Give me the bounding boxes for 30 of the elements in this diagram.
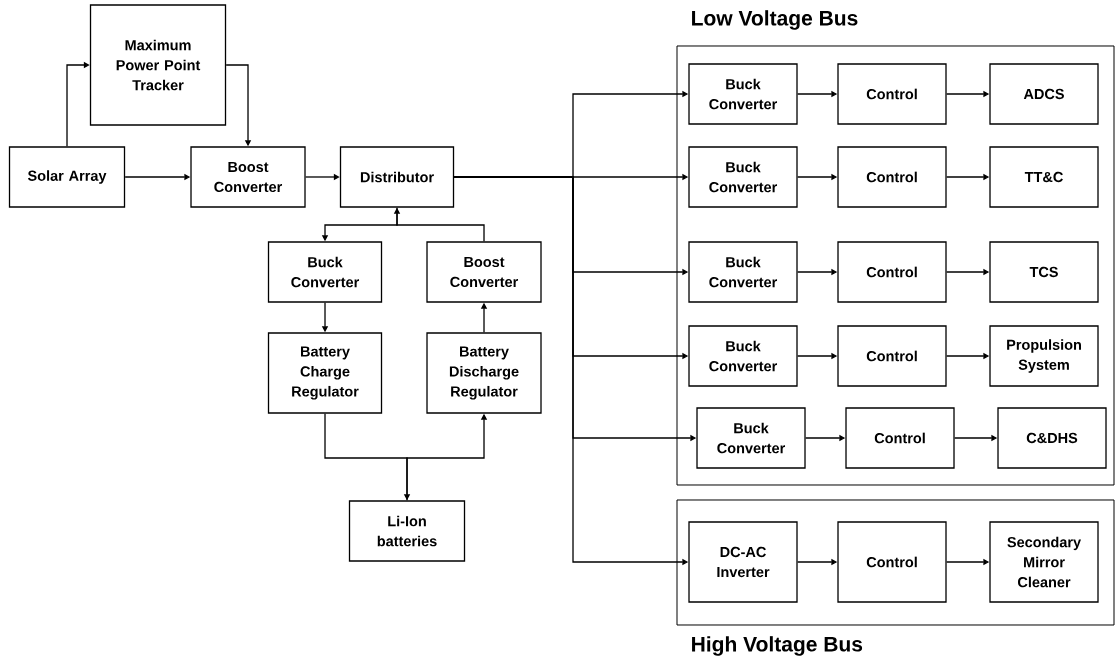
process-box: Control (845, 407, 955, 469)
process-box: Maximum Power Point Tracker (89, 4, 227, 126)
process-box: Control (837, 63, 947, 125)
process-box: ADCS (989, 63, 1099, 125)
panel-heading: Low Voltage Bus (692, 10, 858, 30)
process-box: Solar Array (8, 146, 126, 208)
process-box: Battery Charge Regulator (267, 332, 383, 414)
process-box: Control (837, 241, 947, 303)
process-box: Buck Converter (688, 63, 798, 125)
panel-heading: High Voltage Bus (692, 636, 863, 656)
process-box: Propulsion System (989, 325, 1099, 387)
process-box: Buck Converter (688, 146, 798, 208)
process-box: Buck Converter (688, 325, 798, 387)
process-box: Li-Ion batteries (348, 500, 466, 562)
process-box: C&DHS (997, 407, 1107, 469)
process-box: Control (837, 325, 947, 387)
process-box: Boost Converter (190, 146, 306, 208)
process-box: Buck Converter (696, 407, 806, 469)
process-box: Buck Converter (688, 241, 798, 303)
process-box: DC-AC Inverter (688, 521, 798, 603)
process-box: Control (837, 521, 947, 603)
process-box: TT&C (989, 146, 1099, 208)
process-box: Distributor (339, 146, 455, 208)
process-box: Control (837, 146, 947, 208)
process-box: Buck Converter (267, 241, 383, 303)
arrow (66, 61, 90, 147)
process-box: Secondary Mirror Cleaner (989, 521, 1099, 603)
process-box: Battery Discharge Regulator (426, 332, 542, 414)
process-box: TCS (989, 241, 1099, 303)
process-box: Boost Converter (426, 241, 542, 303)
